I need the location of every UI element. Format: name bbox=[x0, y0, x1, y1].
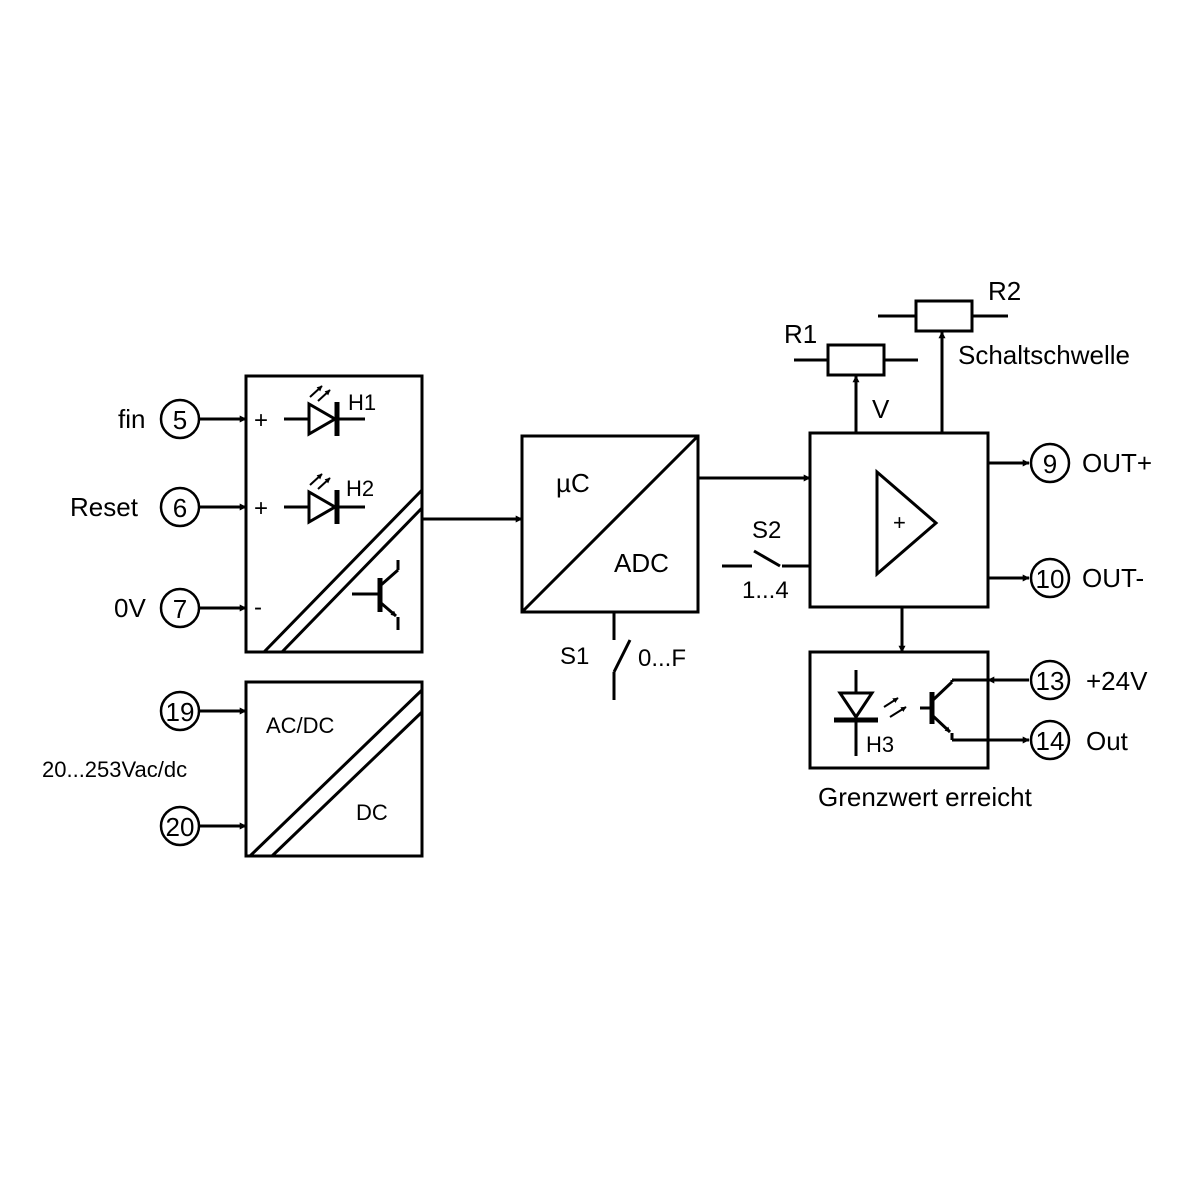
terminal-14[interactable] bbox=[1029, 719, 1071, 761]
minus-sign: - bbox=[254, 594, 262, 621]
led-h1-label: H1 bbox=[348, 390, 376, 415]
converter-out-label: DC bbox=[356, 800, 388, 825]
potentiometer-r1-icon[interactable] bbox=[794, 343, 918, 433]
led-h2-label: H2 bbox=[346, 476, 374, 501]
switch-s1-icon[interactable] bbox=[612, 612, 632, 700]
reset-label: Reset bbox=[70, 492, 139, 522]
switch-s2-icon[interactable] bbox=[722, 549, 810, 568]
terminal-13-number: 13 bbox=[1036, 666, 1065, 696]
terminal-19-number: 19 bbox=[166, 697, 195, 727]
fin-label: fin bbox=[118, 404, 145, 434]
terminal-5-number: 5 bbox=[173, 405, 187, 435]
potentiometer-r2-icon[interactable] bbox=[878, 299, 1008, 433]
zero-v-label: 0V bbox=[114, 593, 146, 623]
supply-24v-label: +24V bbox=[1086, 666, 1148, 696]
supply-range-label: 20...253Vac/dc bbox=[42, 757, 187, 782]
terminal-10[interactable] bbox=[1029, 557, 1071, 599]
limit-reached-caption: Grenzwert erreicht bbox=[818, 782, 1033, 812]
mcu-label: µC bbox=[556, 468, 590, 498]
plus-sign-1: + bbox=[254, 407, 268, 434]
out-plus-label: OUT+ bbox=[1082, 448, 1152, 478]
r1-signal-label: V bbox=[872, 394, 890, 424]
r2-label: R2 bbox=[988, 276, 1021, 306]
terminal-9-number: 9 bbox=[1043, 449, 1057, 479]
switch-s1-label: S1 bbox=[560, 643, 589, 670]
mcu-adc-block: µC ADC bbox=[520, 434, 700, 614]
r1-label: R1 bbox=[784, 319, 817, 349]
terminal-10-number: 10 bbox=[1036, 564, 1065, 594]
plus-sign-2: + bbox=[254, 495, 268, 522]
led-h1-icon bbox=[284, 385, 365, 437]
transistor-icon bbox=[352, 560, 400, 630]
terminal-6-number: 6 bbox=[173, 493, 187, 523]
terminal-20-number: 20 bbox=[166, 812, 195, 842]
terminal-13[interactable] bbox=[1029, 659, 1071, 701]
r2-function-label: Schaltschwelle bbox=[958, 340, 1130, 370]
adc-label: ADC bbox=[614, 548, 669, 578]
switch-s2-range: 1...4 bbox=[742, 577, 789, 604]
terminal-7-number: 7 bbox=[173, 594, 187, 624]
power-converter-block: AC/DC DC bbox=[244, 680, 424, 858]
led-h2-icon bbox=[284, 473, 365, 525]
terminal-14-number: 14 bbox=[1036, 726, 1065, 756]
optocoupler-block: H3 bbox=[808, 650, 1029, 770]
input-block: H1 + H2 + - bbox=[244, 374, 424, 654]
relay-out-label: Out bbox=[1086, 726, 1129, 756]
comparator-block: + bbox=[808, 431, 990, 609]
comparator-sign: + bbox=[893, 510, 906, 535]
switch-s1-range: 0...F bbox=[638, 645, 686, 672]
comparator-triangle-icon bbox=[875, 468, 939, 578]
converter-in-label: AC/DC bbox=[266, 713, 335, 738]
led-h3-label: H3 bbox=[866, 732, 894, 757]
terminal-9[interactable] bbox=[1029, 442, 1071, 484]
switch-s2-label: S2 bbox=[752, 517, 781, 544]
led-h3-icon bbox=[834, 670, 907, 756]
out-minus-label: OUT- bbox=[1082, 563, 1144, 593]
